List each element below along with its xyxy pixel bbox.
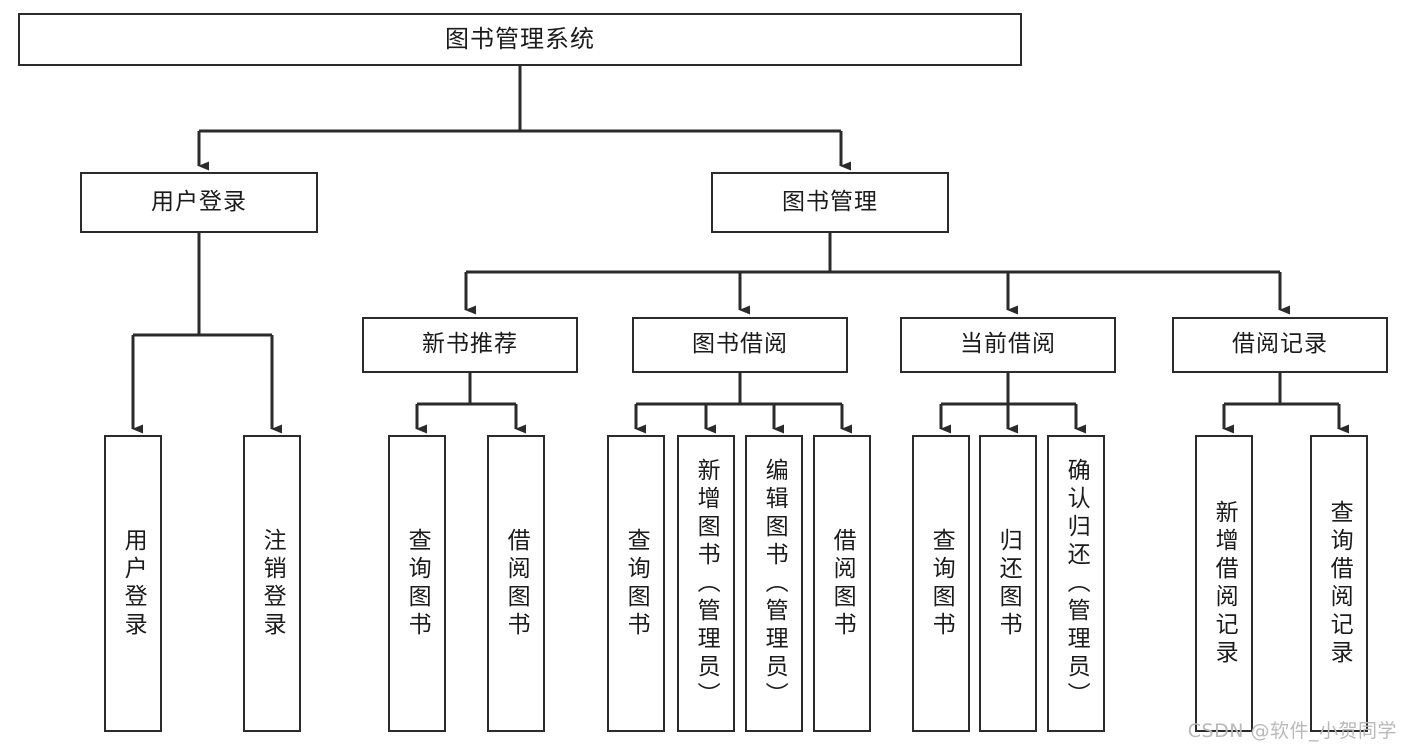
node-leaf-borrow-book-rec-label: 借阅图书	[503, 527, 530, 640]
node-leaf-user-login-label: 用户登录	[120, 527, 147, 640]
node-book-borrow-label: 图书借阅	[692, 331, 788, 358]
node-leaf-logout-label: 注销登录	[259, 527, 286, 640]
node-root[interactable]: 图书管理系统	[18, 13, 1022, 66]
node-leaf-edit-book[interactable]: 编辑图书（管理员）	[745, 435, 803, 732]
node-leaf-logout[interactable]: 注销登录	[243, 435, 301, 732]
node-leaf-add-book-label: 新增图书（管理员）	[693, 457, 720, 710]
node-leaf-add-record-label: 新增借阅记录	[1211, 499, 1238, 668]
watermark: CSDN @软件_小贺同学	[1187, 720, 1397, 742]
node-leaf-borrow-book-label: 借阅图书	[829, 527, 856, 640]
node-current-borrow[interactable]: 当前借阅	[900, 317, 1116, 373]
node-book-borrow[interactable]: 图书借阅	[632, 317, 848, 373]
node-leaf-query-book-borrow-label: 查询图书	[623, 527, 650, 640]
node-current-borrow-label: 当前借阅	[960, 331, 1056, 358]
node-leaf-add-book[interactable]: 新增图书（管理员）	[677, 435, 735, 732]
node-leaf-query-record-label: 查询借阅记录	[1326, 499, 1353, 668]
node-user-login-label: 用户登录	[151, 188, 247, 215]
node-leaf-user-login[interactable]: 用户登录	[104, 435, 162, 732]
node-leaf-borrow-book[interactable]: 借阅图书	[813, 435, 871, 732]
node-leaf-query-book-cur[interactable]: 查询图书	[912, 435, 970, 732]
node-leaf-query-book-rec[interactable]: 查询图书	[388, 435, 446, 732]
node-book-manage-label: 图书管理	[782, 188, 878, 215]
node-borrow-record[interactable]: 借阅记录	[1172, 317, 1388, 373]
node-user-login[interactable]: 用户登录	[80, 172, 318, 233]
node-leaf-edit-book-label: 编辑图书（管理员）	[761, 457, 788, 710]
node-borrow-record-label: 借阅记录	[1232, 331, 1328, 358]
node-leaf-confirm-return[interactable]: 确认归还（管理员）	[1047, 435, 1105, 732]
node-leaf-borrow-book-rec[interactable]: 借阅图书	[487, 435, 545, 732]
node-leaf-query-record[interactable]: 查询借阅记录	[1310, 435, 1368, 732]
node-new-book-recommend-label: 新书推荐	[422, 331, 518, 358]
node-leaf-query-book-borrow[interactable]: 查询图书	[607, 435, 665, 732]
node-leaf-query-book-rec-label: 查询图书	[404, 527, 431, 640]
node-leaf-return-book-label: 归还图书	[995, 527, 1022, 640]
node-leaf-add-record[interactable]: 新增借阅记录	[1195, 435, 1253, 732]
node-leaf-return-book[interactable]: 归还图书	[979, 435, 1037, 732]
node-root-label: 图书管理系统	[445, 25, 595, 54]
node-leaf-confirm-return-label: 确认归还（管理员）	[1063, 457, 1090, 710]
node-new-book-recommend[interactable]: 新书推荐	[362, 317, 578, 373]
node-book-manage[interactable]: 图书管理	[711, 172, 949, 233]
node-leaf-query-book-cur-label: 查询图书	[928, 527, 955, 640]
